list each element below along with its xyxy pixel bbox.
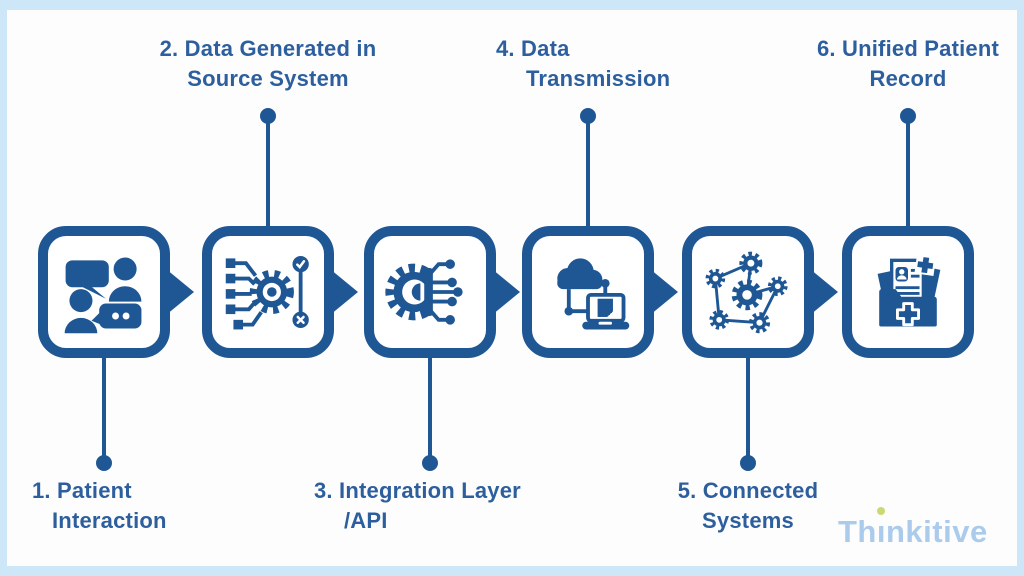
flow-arrow-3-4 (492, 269, 520, 315)
logo-text-part1: Th (838, 514, 877, 549)
step-6-label-line1: 6. Unified Patient (816, 36, 1000, 61)
logo-i-dot (876, 507, 885, 515)
logo-text-i: ı (876, 514, 886, 549)
step-3-label: 3. Integration Layer /API (314, 476, 521, 536)
connector-dot-2 (260, 108, 276, 124)
step-5-label-line2: Systems (702, 508, 794, 533)
integration-layer-icon (385, 259, 463, 325)
flow-arrow-4-5 (650, 269, 678, 315)
flow-arrow-1-2 (166, 269, 194, 315)
connected-systems-icon (705, 251, 788, 334)
step-2-label: 2. Data Generated in Source System (108, 34, 428, 94)
connector-dot-4 (580, 108, 596, 124)
connector-line-3 (428, 358, 432, 461)
connector-dot-5 (740, 455, 756, 471)
step-1-label-line1: 1. Patient (32, 478, 132, 503)
step-box-2 (202, 226, 334, 358)
step-4-label-line1: 4. Data (496, 36, 570, 61)
connector-line-6 (906, 116, 910, 226)
step-5-label-line1: 5. Connected (677, 478, 819, 503)
connector-line-4 (586, 116, 590, 226)
step-box-3 (364, 226, 496, 358)
logo-text-part2: nkitive (886, 514, 988, 549)
step-1-label-line2: Interaction (52, 508, 167, 533)
connector-line-5 (746, 358, 750, 461)
connector-line-2 (266, 116, 270, 226)
patient-interaction-icon (64, 257, 142, 334)
connector-dot-6 (900, 108, 916, 124)
step-2-label-line2: Source System (187, 66, 349, 91)
step-box-1 (38, 226, 170, 358)
connector-dot-3 (422, 455, 438, 471)
step-4-label: 4. Data Transmission (496, 34, 670, 94)
step-6-label: 6. Unified Patient Record (778, 34, 1024, 94)
flow-arrow-2-3 (330, 269, 358, 315)
logo-i-stem: ı (876, 507, 886, 550)
step-6-label-line2: Record (869, 66, 947, 91)
step-4-label-line2: Transmission (526, 66, 671, 91)
flow-arrow-5-6 (810, 269, 838, 315)
step-1-label: 1. Patient Interaction (32, 476, 167, 536)
data-transmission-icon (557, 258, 630, 330)
step-box-4 (522, 226, 654, 358)
data-generated-icon (225, 256, 309, 330)
connector-line-1 (102, 358, 106, 461)
step-5-label: 5. Connected Systems (618, 476, 878, 536)
connector-dot-1 (96, 455, 112, 471)
step-3-label-line1: 3. Integration Layer (314, 478, 521, 503)
step-box-6 (842, 226, 974, 358)
unified-record-icon (877, 254, 941, 327)
step-box-5 (682, 226, 814, 358)
step-2-label-line1: 2. Data Generated in (159, 36, 377, 61)
step-3-label-line2: /API (344, 508, 388, 533)
